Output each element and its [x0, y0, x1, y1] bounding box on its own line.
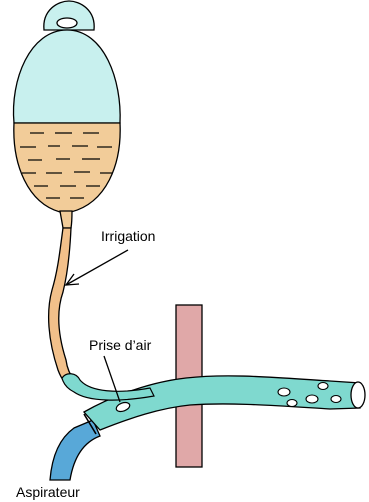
irrigation-bag: [13, 1, 120, 228]
side-hole: [278, 388, 290, 396]
bag-hanger-hole: [57, 18, 77, 28]
bag-spout: [60, 211, 72, 228]
side-hole: [306, 395, 318, 403]
bag-fluid: [14, 123, 120, 213]
irrigation-label: Irrigation: [101, 228, 155, 244]
side-hole: [331, 396, 341, 403]
catheter-tip: [351, 382, 365, 408]
irrigation-line: [49, 228, 75, 385]
side-hole: [287, 400, 297, 407]
irrigation-connector: [62, 374, 154, 400]
irrigation-pointer: [66, 250, 128, 285]
bag-upper: [13, 30, 120, 123]
aspirator-label: Aspirateur: [16, 484, 80, 500]
air-intake-label: Prise d’air: [89, 337, 151, 353]
side-hole: [318, 383, 328, 390]
